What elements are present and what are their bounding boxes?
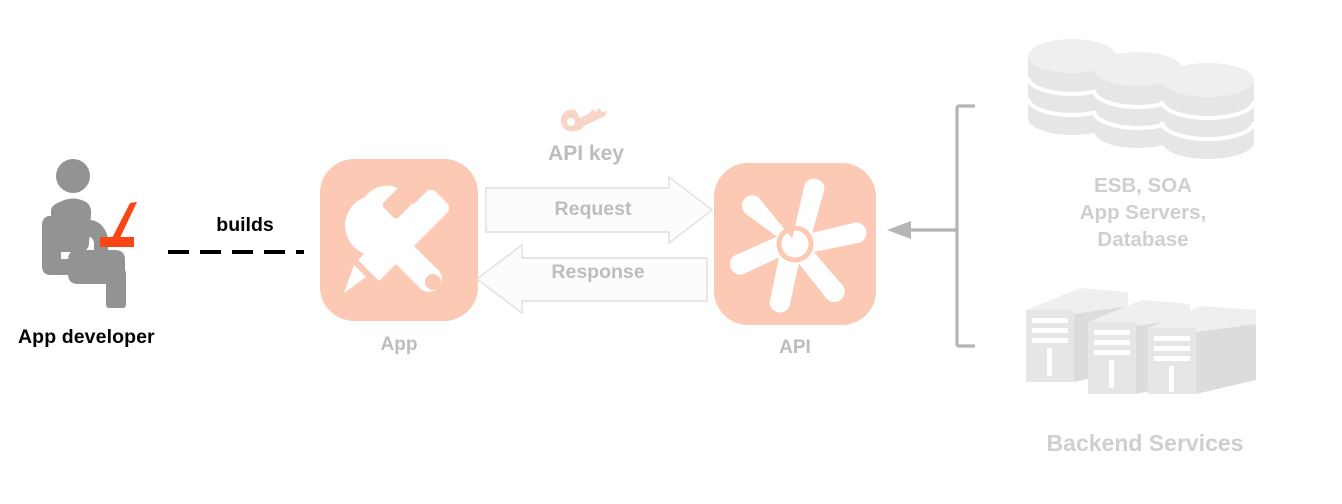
backend-services-label: Backend Services <box>1046 430 1244 456</box>
api-tile[interactable] <box>714 163 876 325</box>
database-label-line-1: ESB, SOA <box>1094 174 1192 197</box>
arrow-to-api <box>887 221 911 239</box>
response-label: Response <box>551 261 645 283</box>
database-label-line-3: Database <box>1097 228 1189 251</box>
database-label: ESB, SOA App Servers, Database <box>1010 172 1276 253</box>
block-arrow-right-icon <box>485 175 714 245</box>
app-tile[interactable] <box>320 159 478 321</box>
app-developer-label: App developer <box>18 326 155 348</box>
api-label: API <box>779 337 811 358</box>
server-rack-icon <box>1022 284 1260 396</box>
database-label-line-2: App Servers, <box>1079 201 1207 224</box>
builds-dashed-line <box>166 244 306 254</box>
database-stack-icon <box>1022 38 1262 160</box>
branching-arrow-connector-icon <box>885 88 1005 364</box>
app-label: App <box>380 334 418 355</box>
api-key-label: API key <box>548 142 624 165</box>
block-arrow-left-icon <box>475 243 708 315</box>
request-label: Request <box>554 198 632 220</box>
builds-label: builds <box>216 214 274 236</box>
key-icon <box>558 100 614 140</box>
seated-developer-with-laptop-icon <box>38 158 178 309</box>
